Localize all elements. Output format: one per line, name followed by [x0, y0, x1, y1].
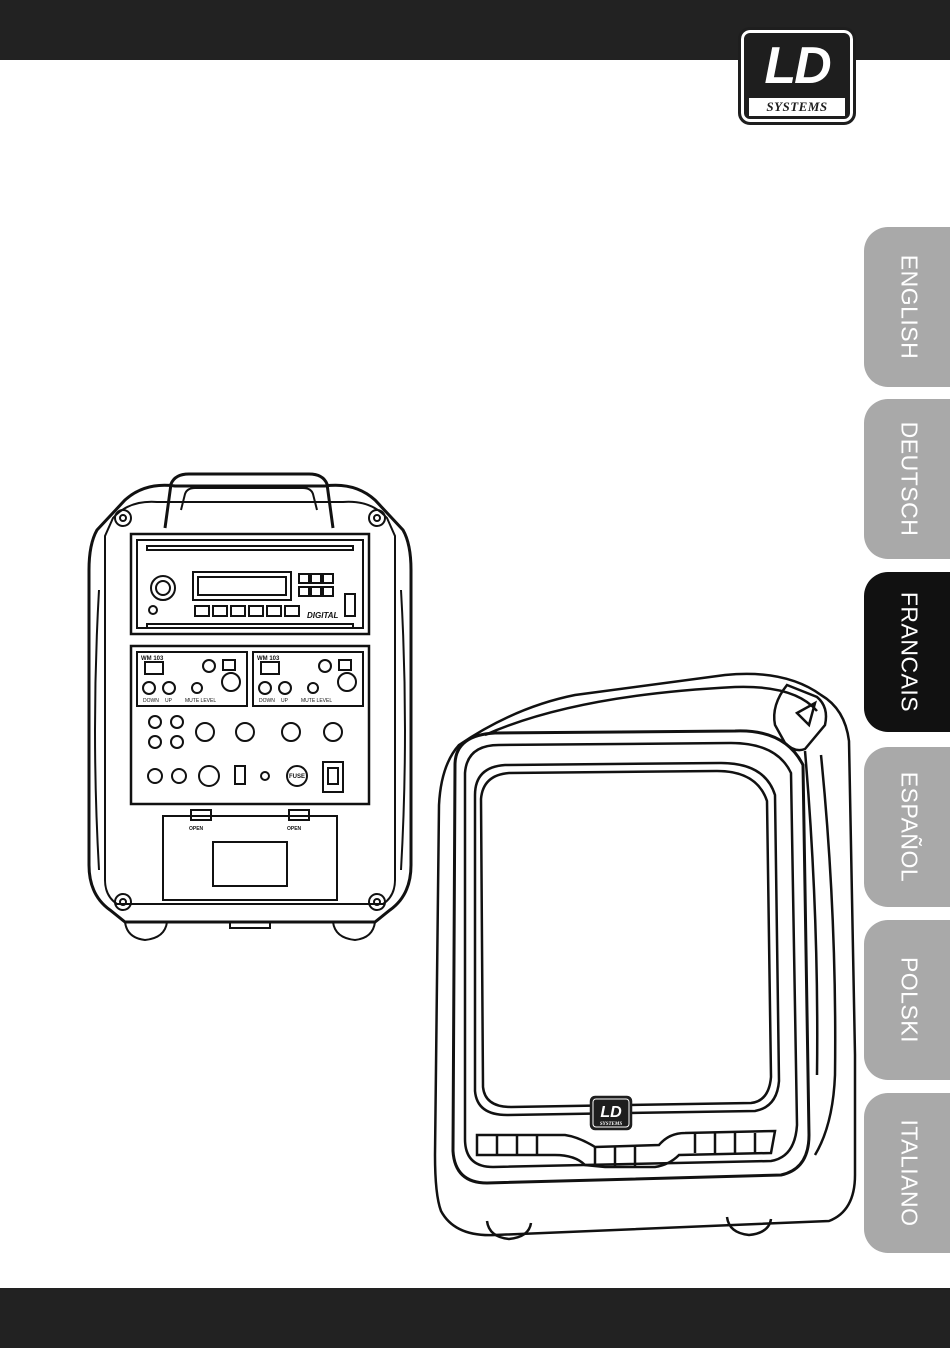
receiver-right-mute: MUTE LEVEL — [301, 698, 332, 704]
speaker-front-illustration: LD SYSTEMS — [425, 655, 865, 1265]
tab-english[interactable]: ENGLISH — [864, 227, 950, 387]
tab-deutsch[interactable]: DEUTSCH — [864, 399, 950, 559]
front-logo-sub: SYSTEMS — [600, 1122, 622, 1127]
receiver-right-up: UP — [281, 698, 289, 704]
tab-francais-label: FRANCAIS — [896, 592, 923, 712]
fuse-label: FUSE — [289, 774, 305, 780]
bottom-bar — [0, 1288, 950, 1348]
tab-espanol[interactable]: ESPAÑOL — [864, 747, 950, 907]
receiver-left-down: DOWN — [143, 698, 159, 704]
open-left-label: OPEN — [189, 826, 204, 832]
tab-italiano-label: ITALIANO — [896, 1119, 923, 1226]
tab-espanol-label: ESPAÑOL — [896, 772, 923, 882]
receiver-left-up: UP — [165, 698, 173, 704]
front-logo-mark: LD — [600, 1104, 622, 1121]
tab-deutsch-label: DEUTSCH — [896, 422, 923, 537]
speaker-rear-illustration: DIGITAL WM 103 WM 103 DOWN UP MUTE LEVEL… — [85, 470, 415, 945]
ld-systems-logo: LD SYSTEMS — [738, 27, 856, 125]
tab-polski-label: POLSKI — [896, 957, 923, 1043]
receiver-left-mute: MUTE LEVEL — [185, 698, 216, 704]
tab-italiano[interactable]: ITALIANO — [864, 1093, 950, 1253]
open-right-label: OPEN — [287, 826, 302, 832]
player-digital-text: DIGITAL — [307, 611, 339, 620]
receiver-right-down: DOWN — [259, 698, 275, 704]
tab-polski[interactable]: POLSKI — [864, 920, 950, 1080]
tab-english-label: ENGLISH — [896, 255, 923, 359]
tab-francais[interactable]: FRANCAIS — [864, 572, 950, 732]
logo-subtitle: SYSTEMS — [749, 98, 845, 116]
logo-mark: LD — [741, 40, 853, 92]
